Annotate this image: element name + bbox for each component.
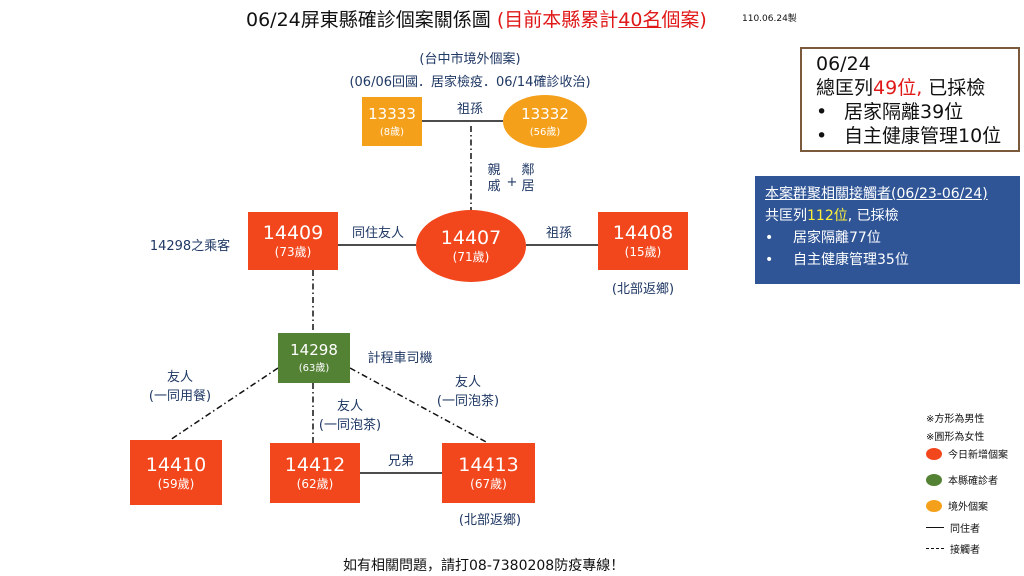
legend-cohabit-label: 同住者 [950, 524, 980, 535]
legend-contact-label: 接觸者 [950, 545, 980, 556]
page-title: 06/24屏東縣確診個案關係圖 (目前本縣累計40名個案) [246, 9, 707, 31]
cluster-total: 112位 [807, 208, 848, 224]
relation-neighbor: 鄰 居 [521, 163, 535, 194]
made-date: 110.06.24製 [742, 14, 797, 24]
case-node-14298[interactable]: 14298(63歲) [278, 333, 350, 383]
legend-new: 今日新增個案 [926, 446, 1008, 461]
dash-14298-14410 [169, 367, 279, 441]
case-node-14412[interactable]: 14412(62歲) [270, 443, 360, 503]
case-node-14410[interactable]: 14410(59歲) [130, 440, 222, 505]
cluster-contacts-box: 本案群聚相關接觸者(06/23-06/24) 共匡列112位, 已採檢 • 居家隔… [755, 176, 1020, 284]
relation-friend-tea-right: 友人 (一同泡茶) [436, 375, 500, 409]
bullet: • [765, 252, 774, 268]
relation-grandparent-top: 祖孫 [456, 102, 483, 117]
imported-note-2: (06/06回國．居家檢疫．06/14確診收治) [349, 75, 591, 90]
driver-label: 計程車司機 [367, 351, 433, 366]
dash-line-icon [926, 548, 944, 549]
summary-self: 自主健康管理10位 [844, 125, 1002, 147]
legend-circle: ※圓形為女性 [926, 432, 985, 443]
cluster-total-suffix: , 已採檢 [847, 208, 899, 224]
returned-label-1: (北部返鄉) [611, 282, 675, 297]
cluster-heading: 本案群聚相關接觸者(06/23-06/24) [765, 186, 988, 202]
bullet: • [816, 125, 828, 147]
legend-square: ※方形為男性 [926, 414, 985, 425]
summary-total-suffix: 已採檢 [922, 77, 986, 99]
cluster-home: 居家隔離77位 [793, 230, 881, 246]
solid-line-icon [926, 527, 944, 528]
relation-roommate: 同住友人 [351, 226, 404, 241]
legend-new-label: 今日新增個案 [948, 450, 1008, 461]
legend-local-label: 本縣確診者 [948, 476, 998, 487]
returned-label-2: (北部返鄉) [458, 513, 522, 528]
case-node-13333[interactable]: 13333(8歲) [362, 97, 422, 146]
cluster-self: 自主健康管理35位 [793, 252, 909, 268]
legend-imported-label: 境外個案 [948, 502, 988, 513]
summary-total-prefix: 總匡列 [816, 77, 874, 99]
legend-local: 本縣確診者 [926, 472, 998, 487]
bullet: • [816, 101, 828, 123]
case-node-14413[interactable]: 14413(67歲) [442, 443, 535, 503]
relation-friend-meal: 友人 (一同用餐) [148, 370, 212, 404]
relation-relative: 親 戚 [487, 163, 501, 194]
green-dot-icon [926, 473, 942, 486]
relation-plus: + [506, 175, 518, 190]
passenger-label: 14298之乘客 [149, 239, 231, 254]
relation-grandparent-right: 祖孫 [545, 226, 572, 241]
legend-contact: 接觸者 [926, 541, 980, 556]
daily-summary-box: 06/24 總匡列49位, 已採檢 • 居家隔離39位 • 自主健康管理10位 [800, 47, 1020, 152]
cluster-total-prefix: 共匡列 [765, 208, 807, 224]
case-node-13332[interactable]: 13332(56歲) [503, 95, 587, 148]
orange-dot-icon [926, 499, 942, 512]
legend-imported: 境外個案 [926, 498, 988, 513]
relation-friend-tea-mid: 友人 (一同泡茶) [318, 399, 382, 433]
case-node-14408[interactable]: 14408(15歲) [598, 212, 688, 270]
imported-note-1: (台中市境外個案) [419, 52, 521, 67]
hotline-footer: 如有相關問題，請打08-7380208防疫專線！ [343, 558, 625, 574]
dash-14298-14413 [349, 367, 489, 444]
case-node-14409[interactable]: 14409(73歲) [248, 212, 338, 270]
relation-brothers: 兄弟 [387, 454, 414, 469]
red-dot-icon [926, 447, 942, 460]
summary-home: 居家隔離39位 [844, 101, 964, 123]
case-node-14407[interactable]: 14407(71歲) [416, 210, 526, 282]
legend-cohabit: 同住者 [926, 520, 980, 535]
bullet: • [765, 230, 774, 246]
summary-total: 49位, [873, 77, 923, 99]
summary-date: 06/24 [816, 53, 871, 75]
